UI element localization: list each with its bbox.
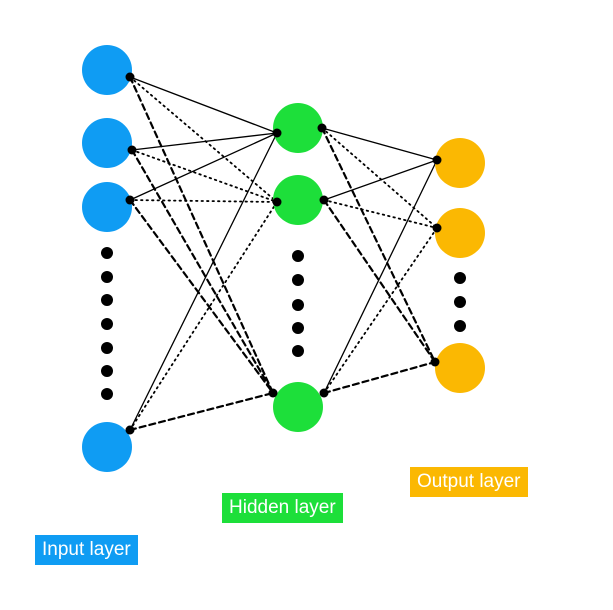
- anchor-point-13: [430, 357, 440, 367]
- anchor-point-9: [319, 195, 329, 205]
- input-ellipsis-dot-4: [101, 318, 113, 330]
- anchor-point-10: [319, 388, 329, 398]
- anchor-point-2: [127, 145, 137, 155]
- hidden-node-3: [273, 382, 323, 432]
- hidden-node-1: [273, 103, 323, 153]
- edge-input4-hidden3-dashed: [128, 391, 275, 432]
- edge-input3-hidden1-solid: [129, 132, 278, 201]
- edge-input2-hidden1-solid: [131, 132, 278, 151]
- edge-hidden2-output3-dashed: [322, 198, 437, 364]
- output-node-3: [435, 343, 485, 393]
- anchor-point-6: [272, 197, 282, 207]
- edge-hidden1-output3-dashed: [320, 126, 437, 364]
- output-ellipsis-dot-3: [454, 320, 466, 332]
- input-ellipsis-dot-3: [101, 294, 113, 306]
- output-ellipsis-dot-2: [454, 296, 466, 308]
- input-ellipsis-dot-1: [101, 247, 113, 259]
- hidden-ellipsis-dot-5: [292, 345, 304, 357]
- input-node-3: [82, 182, 132, 232]
- anchor-point-5: [272, 128, 282, 138]
- hidden-ellipsis-dot-4: [292, 322, 304, 334]
- hidden-ellipsis-dot-3: [292, 299, 304, 311]
- input-node-4: [82, 422, 132, 472]
- input-node-2: [82, 118, 132, 168]
- hidden-layer-label: Hidden layer: [222, 493, 343, 523]
- anchor-point-8: [317, 123, 327, 133]
- input-layer-label: Input layer: [35, 535, 138, 565]
- edge-hidden1-output2-dotted: [321, 127, 438, 229]
- edge-input4-hidden2-dotted: [129, 201, 278, 431]
- edge-hidden3-output3-dashed: [322, 360, 437, 395]
- anchor-point-3: [125, 195, 135, 205]
- edge-input2-hidden2-dotted: [131, 149, 278, 203]
- anchor-point-4: [125, 425, 135, 435]
- edge-input1-hidden1-solid: [129, 76, 278, 134]
- output-ellipsis-dot-1: [454, 272, 466, 284]
- edge-input3-hidden2-dotted: [129, 199, 278, 203]
- hidden-ellipsis-dot-1: [292, 250, 304, 262]
- anchor-point-1: [125, 72, 135, 82]
- input-ellipsis-dot-5: [101, 342, 113, 354]
- edge-hidden3-output1-solid: [323, 159, 438, 394]
- edge-input2-hidden3-dashed: [130, 148, 275, 395]
- connection-anchors: [125, 72, 442, 435]
- output-node-2: [435, 208, 485, 258]
- anchor-point-12: [432, 223, 442, 233]
- hidden-node-2: [273, 175, 323, 225]
- input-ellipsis-dot-6: [101, 365, 113, 377]
- input-ellipsis-dot-2: [101, 271, 113, 283]
- hidden-ellipsis-dot-2: [292, 274, 304, 286]
- input-ellipsis-dot-7: [101, 388, 113, 400]
- ellipsis-dots: [101, 247, 466, 400]
- connections: [128, 75, 438, 432]
- input-node-1: [82, 45, 132, 95]
- anchor-point-11: [432, 155, 442, 165]
- output-layer-label: Output layer: [410, 467, 528, 497]
- edge-input1-hidden3-dashed: [128, 75, 275, 395]
- edge-input4-hidden1-solid: [129, 132, 278, 431]
- nodes: [82, 45, 485, 472]
- edge-input1-hidden2-dotted: [129, 76, 278, 203]
- edge-hidden1-output1-solid: [321, 127, 438, 161]
- edge-input3-hidden3-dashed: [128, 198, 275, 395]
- edge-hidden3-output2-dotted: [323, 227, 438, 394]
- output-node-1: [435, 138, 485, 188]
- anchor-point-7: [268, 388, 278, 398]
